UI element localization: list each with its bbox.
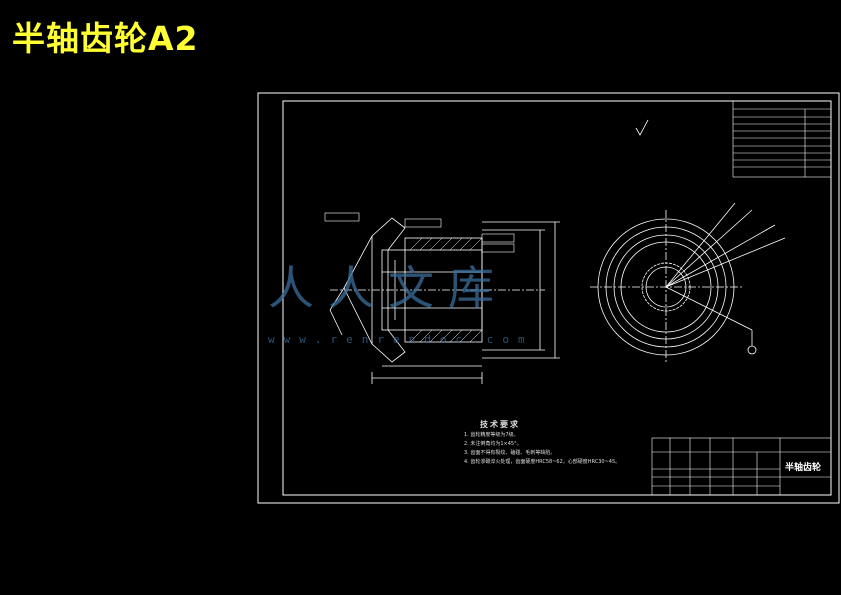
sheet-outer-border	[257, 92, 840, 504]
watermark-logo: 人人文库	[268, 261, 508, 315]
tech-requirement-item: 1. 齿轮精度等级为7级。	[464, 432, 519, 438]
technical-requirements: 技术要求 1. 齿轮精度等级为7级。 2. 未注倒角均为1×45°。 3. 齿面…	[464, 420, 620, 467]
tech-requirement-item: 3. 齿面不得有裂纹、磕碰、毛刺等缺陷。	[464, 450, 556, 456]
watermark-url: www.renrendoc.com	[268, 333, 534, 346]
tech-requirement-item: 2. 未注倒角均为1×45°。	[464, 441, 522, 447]
tech-requirements-heading: 技术要求	[480, 420, 520, 429]
title-block-part-name: 半轴齿轮	[785, 463, 822, 473]
page-title: 半轴齿轮A2	[12, 19, 199, 58]
side-view	[590, 202, 786, 364]
roughness-symbol	[635, 119, 649, 136]
tech-requirement-item: 4. 齿轮渗碳淬火处理，齿面硬度HRC58~62，心部硬度HRC30~45。	[464, 459, 621, 465]
sheet-inner-border	[282, 100, 832, 496]
parameter-table	[732, 100, 832, 178]
title-block	[651, 437, 832, 496]
section-view	[324, 212, 560, 384]
